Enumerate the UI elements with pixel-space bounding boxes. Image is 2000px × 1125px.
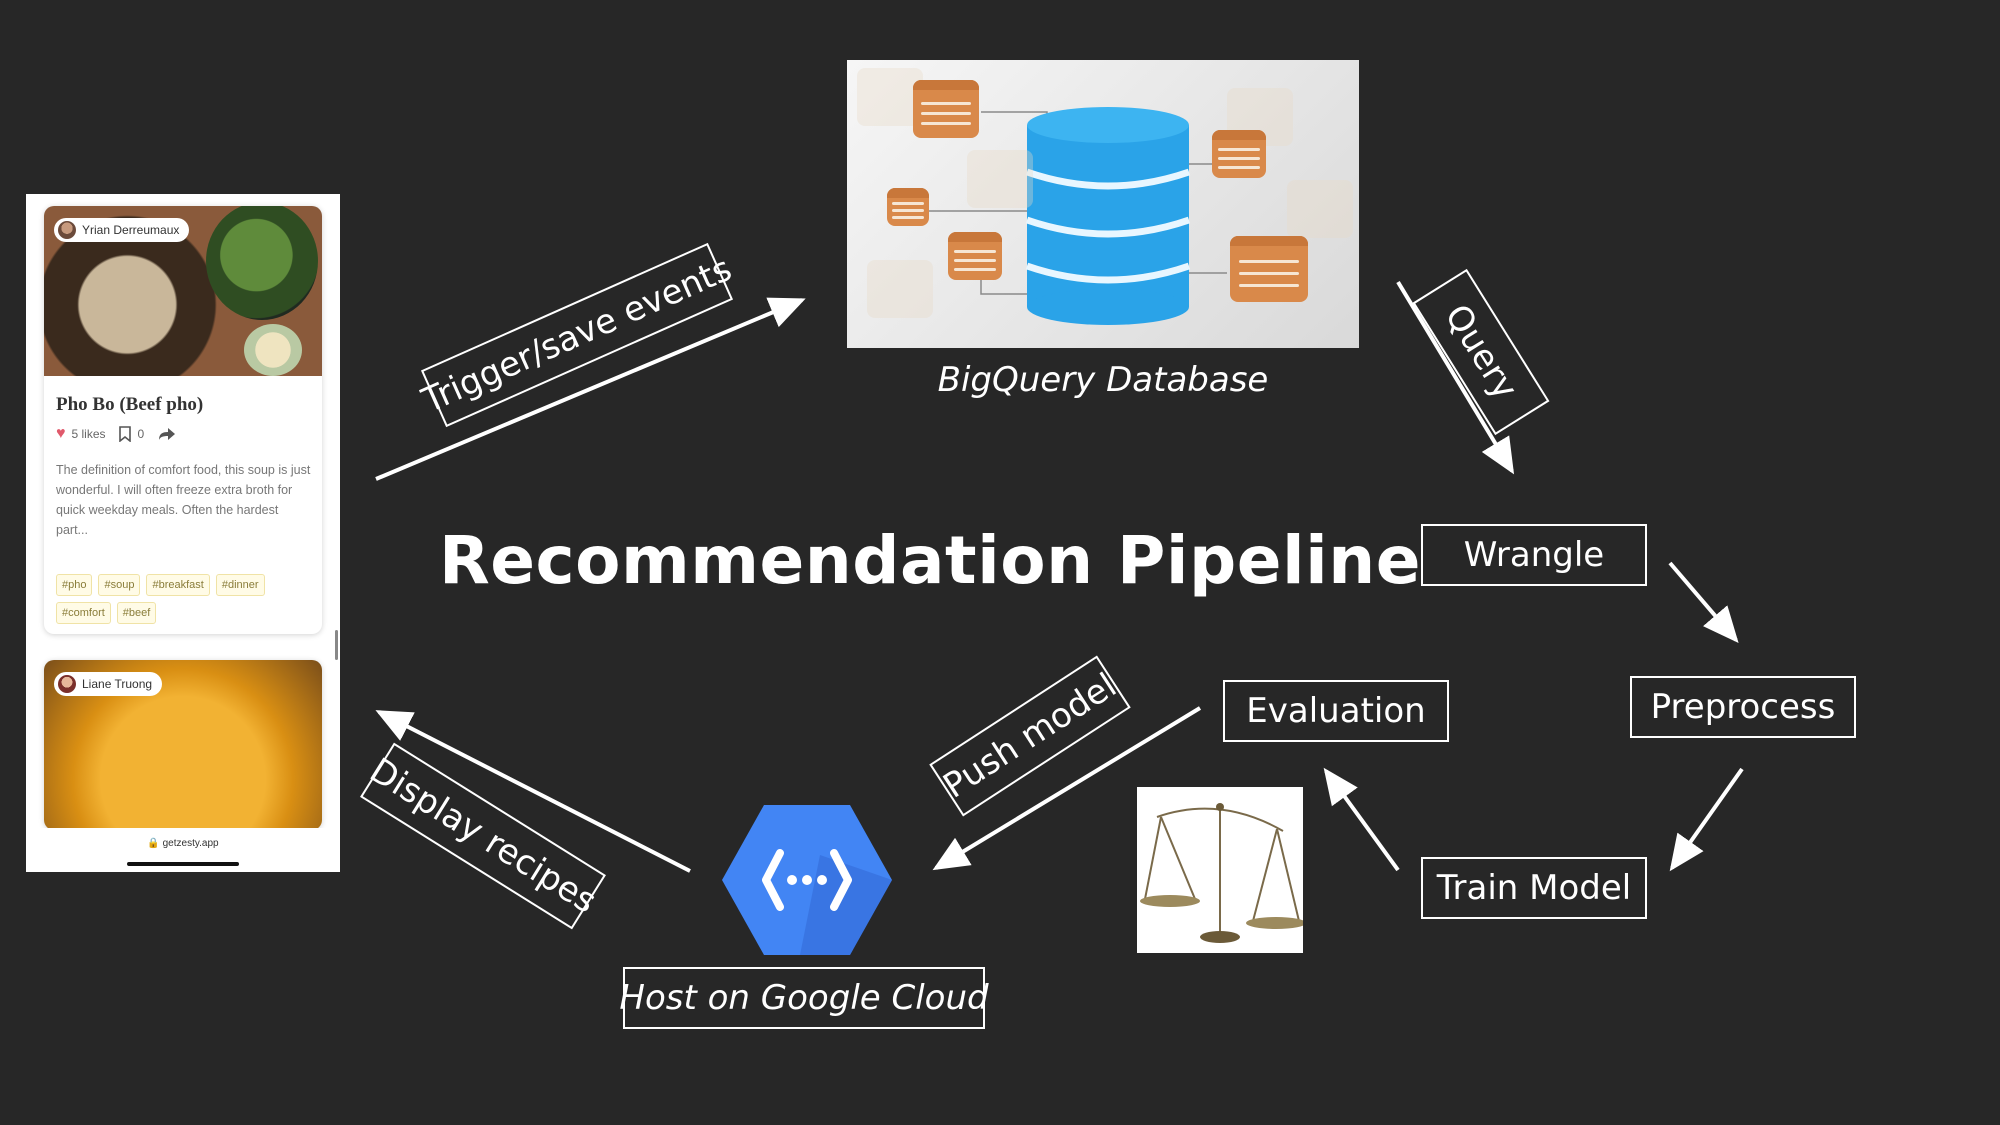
scroll-indicator[interactable] — [335, 630, 338, 660]
avatar — [58, 221, 76, 239]
tag[interactable]: #breakfast — [146, 574, 210, 596]
author-name: Liane Truong — [82, 677, 153, 691]
train-model-text: Train Model — [1436, 868, 1632, 908]
recipe-card[interactable]: Liane Truong — [44, 660, 322, 830]
trigger-events-label: Trigger/save events — [416, 242, 738, 428]
bigquery-caption: BigQuery Database — [937, 360, 1269, 400]
push-model-text: Push model — [936, 665, 1124, 807]
url-text: 🔒 getzesty.app — [147, 838, 219, 849]
trigger-events-text: Trigger/save events — [416, 248, 738, 422]
push-model-label: Push model — [929, 655, 1131, 817]
arrow-train-to-evaluation — [1323, 767, 1400, 872]
tag[interactable]: #dinner — [215, 574, 265, 596]
train-model-step: Train Model — [1421, 857, 1647, 919]
host-google-cloud-text: Host on Google Cloud — [619, 978, 989, 1018]
query-label: Query — [1412, 268, 1550, 436]
recipe-description: The definition of comfort food, this sou… — [56, 463, 311, 537]
display-recipes-label: Display recipes — [360, 742, 606, 930]
browser-url-bar[interactable]: 🔒 getzesty.app — [26, 828, 340, 872]
database-icon — [847, 60, 1359, 348]
wrangle-text: Wrangle — [1463, 535, 1605, 575]
home-indicator — [127, 862, 239, 866]
tag[interactable]: #pho — [56, 574, 93, 596]
cloud-functions-icon — [720, 803, 894, 957]
display-recipes-text: Display recipes — [362, 750, 604, 922]
page-title: Recommendation Pipeline — [438, 522, 1422, 599]
app-screenshot: Yrian Derreumaux Pho Bo (Beef pho) ♥ 5 l… — [26, 194, 340, 872]
tag[interactable]: #soup — [98, 574, 141, 596]
share-icon[interactable] — [158, 427, 176, 441]
preprocess-step: Preprocess — [1630, 676, 1856, 738]
author-name: Yrian Derreumaux — [82, 223, 180, 237]
host-google-cloud-label: Host on Google Cloud — [619, 967, 989, 1029]
recipe-title[interactable]: Pho Bo (Beef pho) — [56, 394, 204, 415]
tag[interactable]: #comfort — [56, 602, 111, 624]
recipe-card[interactable]: Yrian Derreumaux Pho Bo (Beef pho) ♥ 5 l… — [44, 206, 322, 634]
avatar — [58, 675, 76, 693]
recipe-tags: #pho #soup #breakfast #dinner #comfort #… — [56, 574, 316, 624]
likes-count: 5 likes — [71, 427, 106, 441]
scale-icon — [1137, 787, 1306, 953]
saves-count: 0 — [137, 427, 145, 441]
evaluation-text: Evaluation — [1246, 691, 1426, 731]
evaluation-step: Evaluation — [1223, 680, 1449, 742]
author-chip[interactable]: Liane Truong — [54, 672, 163, 696]
arrow-preprocess-to-train — [1669, 767, 1744, 872]
bookmark-icon[interactable] — [118, 426, 132, 442]
query-text: Query — [1436, 297, 1526, 407]
tag[interactable]: #beef — [116, 602, 157, 624]
heart-icon[interactable]: ♥ — [56, 425, 66, 442]
author-chip[interactable]: Yrian Derreumaux — [54, 218, 190, 242]
preprocess-text: Preprocess — [1650, 687, 1836, 727]
wrangle-step: Wrangle — [1421, 524, 1647, 586]
recipe-stats: ♥ 5 likes 0 — [56, 426, 176, 442]
